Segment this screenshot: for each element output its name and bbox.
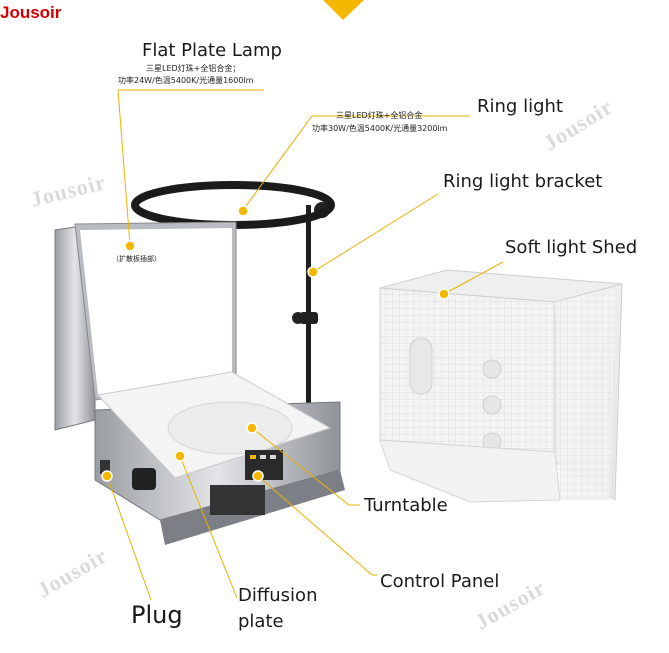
label-control-panel: Control Panel	[380, 571, 500, 592]
label-ring-light: Ring light	[477, 96, 563, 117]
aluminum-case	[54, 221, 345, 545]
brand-logo: Jousoir	[0, 3, 62, 22]
diffuser-slot-note: （扩散板插部）	[112, 255, 161, 263]
turntable-disc	[167, 401, 293, 455]
label-turntable: Turntable	[364, 495, 448, 516]
flat-plate-spec-line2: 功率24W/色温5400K/光通量1600lm	[118, 76, 254, 85]
callout-dots	[101, 205, 450, 482]
top-chevron-marker	[323, 0, 364, 20]
ring-light	[131, 181, 335, 229]
label-ring-light-bracket: Ring light bracket	[443, 171, 603, 192]
label-plug: Plug	[131, 601, 183, 629]
ring-light-spec-line1: 三星LED灯珠+全铝合金	[336, 111, 423, 120]
label-soft-light-shed: Soft light Shed	[505, 237, 638, 258]
callout-lines	[106, 89, 504, 601]
ring-light-spec-line2: 功率30W/色温5400K/光通量3200lm	[312, 124, 448, 133]
flat-plate-spec-line1: 三星LED灯珠+全铝合金；	[146, 64, 241, 73]
label-diffusion-plate-line1: Diffusion	[238, 585, 318, 606]
label-diffusion-plate-line2: plate	[238, 611, 284, 632]
soft-light-shed	[379, 269, 623, 503]
label-flat-plate-lamp: Flat Plate Lamp	[142, 40, 282, 61]
